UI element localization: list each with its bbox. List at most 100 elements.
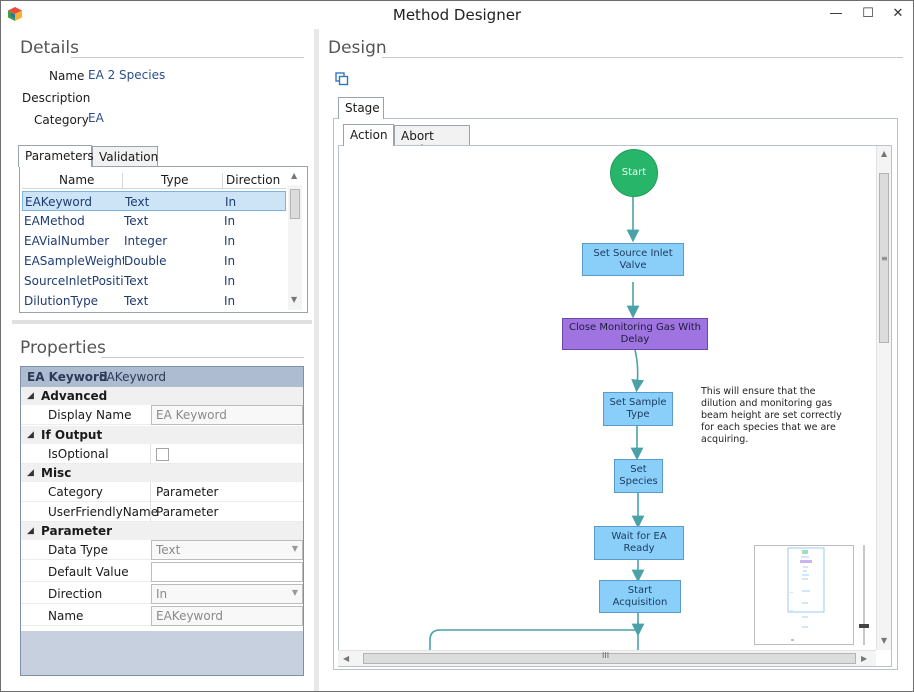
row-type: Integer <box>124 234 168 248</box>
table-row[interactable]: DilutionType Text In <box>22 291 286 311</box>
canvas-horizontal-scrollbar[interactable]: ◀ III ▶ <box>338 650 876 666</box>
property-label: Default Value <box>48 565 129 579</box>
column-header-direction[interactable]: Direction <box>226 173 281 187</box>
set-source-inlet-valve-node[interactable]: Set Source Inlet Valve <box>582 243 684 276</box>
property-separator <box>150 502 151 522</box>
collapse-triangle-icon[interactable]: ◢ <box>27 430 34 440</box>
category-name: Parameter <box>41 524 113 538</box>
table-row[interactable]: EAVialNumber Integer In <box>22 231 286 251</box>
grid-header: Name Type Direction <box>22 171 286 189</box>
canvas-vertical-thumb[interactable] <box>879 173 889 343</box>
scroll-up-arrow-icon[interactable]: ▲ <box>291 171 298 180</box>
copy-icon[interactable] <box>335 72 349 86</box>
property-label: Name <box>48 609 84 623</box>
row-direction: In <box>224 254 236 268</box>
tab-stage[interactable]: Stage <box>338 97 384 119</box>
start-acquisition-node[interactable]: Start Acquisition <box>599 580 681 613</box>
column-separator <box>222 173 223 188</box>
maximize-button[interactable]: ☐ <box>853 5 883 25</box>
property-label: Data Type <box>48 543 109 557</box>
scroll-left-arrow-icon[interactable]: ◀ <box>343 654 350 663</box>
left-panel-splitter[interactable] <box>12 320 312 324</box>
workflow-canvas[interactable]: Start Set Source Inlet Valve Close Monit… <box>338 146 876 650</box>
selected-object-name: EA Keyword <box>27 370 108 384</box>
collapse-triangle-icon[interactable]: ◢ <box>27 391 34 401</box>
property-separator <box>150 444 151 464</box>
name-property-field[interactable]: EAKeyword <box>151 606 303 626</box>
canvas-vertical-scrollbar[interactable]: ▲ ≡ ▼ <box>876 146 891 650</box>
workflow-connectors <box>429 197 645 650</box>
properties-header: Properties <box>20 338 106 358</box>
row-name: DilutionType <box>24 294 99 308</box>
workflow-minimap[interactable] <box>754 545 854 645</box>
minimize-button[interactable]: — <box>821 5 851 25</box>
property-label: IsOptional <box>48 447 109 461</box>
window-title: Method Designer <box>392 6 522 24</box>
main-vertical-splitter[interactable] <box>314 29 319 691</box>
row-name: SourceInletPosition <box>24 274 124 288</box>
category-if-output[interactable]: ◢ If Output <box>21 426 303 444</box>
design-header: Design <box>328 38 387 58</box>
scroll-down-arrow-icon[interactable]: ▼ <box>881 636 888 645</box>
table-row[interactable]: EASampleWeight Double In <box>22 251 286 271</box>
maximize-icon: ☐ <box>862 6 874 21</box>
category-advanced[interactable]: ◢ Advanced <box>21 387 303 405</box>
display-name-field[interactable]: EA Keyword <box>151 405 303 425</box>
set-sample-type-node[interactable]: Set Sample Type <box>603 392 673 426</box>
direction-selected: In <box>156 587 168 601</box>
category-label: Category <box>34 113 89 127</box>
row-type: Text <box>124 274 149 288</box>
close-monitoring-gas-node[interactable]: Close Monitoring Gas With Delay <box>562 318 708 350</box>
tab-action[interactable]: Action <box>343 124 394 146</box>
column-header-name[interactable]: Name <box>59 173 95 187</box>
loop-connector <box>429 622 639 650</box>
close-button[interactable]: ✕ <box>883 5 913 25</box>
category-value[interactable]: EA <box>88 111 104 125</box>
is-optional-checkbox[interactable] <box>156 448 169 461</box>
scroll-down-arrow-icon[interactable]: ▼ <box>291 295 298 304</box>
name-value[interactable]: EA 2 Species <box>88 68 166 82</box>
default-value-field[interactable] <box>151 562 303 582</box>
category-parameter[interactable]: ◢ Parameter <box>21 522 303 540</box>
grid-scrollbar[interactable]: ▲ ▼ <box>288 171 302 310</box>
column-header-type[interactable]: Type <box>161 173 189 187</box>
canvas-horizontal-thumb[interactable] <box>363 653 856 664</box>
row-type: Text <box>125 195 150 209</box>
zoom-slider-track[interactable] <box>863 545 865 645</box>
category-misc[interactable]: ◢ Misc <box>21 464 303 482</box>
table-row[interactable]: SourceInletPosition Text In <box>22 271 286 291</box>
scroll-right-arrow-icon[interactable]: ▶ <box>861 654 868 663</box>
data-type-select[interactable]: Text ▼ <box>151 540 303 560</box>
column-separator <box>122 173 123 188</box>
property-row-direction: Direction In ▼ <box>21 584 303 604</box>
table-row[interactable]: EAMethod Text In <box>22 211 286 231</box>
property-label: Category <box>48 485 103 499</box>
dropdown-arrow-icon: ▼ <box>291 588 298 597</box>
set-species-node[interactable]: Set Species <box>614 459 663 493</box>
scroll-grip-icon: ≡ <box>881 254 888 263</box>
tab-validation[interactable]: Validation <box>92 146 158 167</box>
dropdown-arrow-icon: ▼ <box>291 544 298 553</box>
property-row-user-friendly-name: UserFriendlyName Parameter <box>21 502 303 522</box>
collapse-triangle-icon[interactable]: ◢ <box>27 526 34 536</box>
data-type-selected: Text <box>156 543 181 557</box>
direction-select[interactable]: In ▼ <box>151 584 303 604</box>
tab-abort-action[interactable]: Abort Action <box>394 125 470 157</box>
tab-parameters[interactable]: Parameters <box>18 145 94 167</box>
property-row-category: Category Parameter <box>21 482 303 502</box>
table-row[interactable]: EAKeyword Text In <box>22 191 286 211</box>
selected-object-type: EAKeyword <box>99 370 167 384</box>
properties-divider <box>101 357 304 358</box>
collapse-triangle-icon[interactable]: ◢ <box>27 468 34 478</box>
category-name: Advanced <box>41 389 108 403</box>
grid-scroll-thumb[interactable] <box>290 189 300 219</box>
title-bar: Method Designer — ☐ ✕ <box>1 1 913 29</box>
user-friendly-name-value: Parameter <box>156 505 219 519</box>
wait-for-ea-ready-node[interactable]: Wait for EA Ready <box>594 526 684 560</box>
category-name: Misc <box>41 466 72 480</box>
design-divider <box>382 57 903 58</box>
zoom-slider-handle[interactable] <box>859 624 869 628</box>
scroll-up-arrow-icon[interactable]: ▲ <box>881 149 888 158</box>
start-node[interactable]: Start <box>610 149 658 197</box>
